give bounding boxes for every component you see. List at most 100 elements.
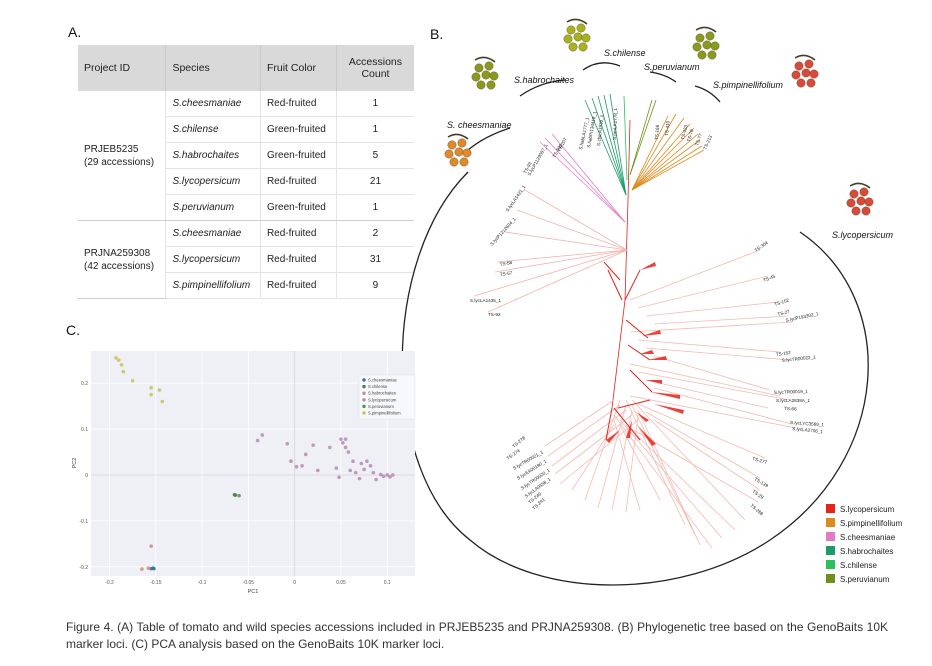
pca-point xyxy=(311,443,315,447)
pca-points xyxy=(114,356,395,571)
y-tick-label: 0.1 xyxy=(81,427,88,433)
species-cell: S.chilense xyxy=(165,116,261,143)
tip-label: S.lycTR00022_1 xyxy=(782,354,817,363)
tomato-icon-habrochaites xyxy=(471,56,499,90)
legend-label: S.chilense xyxy=(840,561,877,570)
tree-legend: S.lycopersicumS.pimpinellifoliumS.cheesm… xyxy=(826,504,903,584)
pca-legend-label: S.lycopersicum xyxy=(368,397,397,402)
clade-label-lycopersicum: S.lycopersicum xyxy=(832,230,894,240)
pca-legend-label: S.cheesmaniae xyxy=(368,378,398,383)
species-cell: S.pimpinellifolium xyxy=(165,272,261,299)
x-tick-label: -0.2 xyxy=(105,580,114,586)
tip-label: TS-410 xyxy=(664,120,671,136)
tree-trunk xyxy=(611,299,626,409)
tree-branch xyxy=(547,404,621,457)
species-cell: S.lycopersicum xyxy=(165,246,261,273)
tree-branch xyxy=(627,344,651,361)
pca-point xyxy=(343,437,348,441)
tree-branch xyxy=(631,133,699,191)
pca-point xyxy=(346,450,351,454)
count-cell: 9 xyxy=(336,272,414,299)
tree-branch xyxy=(631,127,695,191)
pca-point xyxy=(343,445,348,450)
pca-legend-box xyxy=(358,374,416,420)
tomato-icon-lycopersicum xyxy=(846,182,874,216)
table-row: PRJEB5235 (29 accessions) S.cheesmaniae … xyxy=(78,91,414,221)
tree-branch xyxy=(629,395,797,429)
legend-label: S.cheesmaniae xyxy=(840,533,896,542)
tip-label: S.perLA1778_1 xyxy=(612,108,618,141)
pca-point xyxy=(255,438,260,443)
header-accessions-count: Accessions Count xyxy=(336,45,414,91)
tip-label: TS-288 xyxy=(749,503,764,517)
pca-legend-marker xyxy=(362,378,366,382)
tip-label: S.lycP1212604_1 xyxy=(489,216,517,246)
header-fruit-color: Fruit Color xyxy=(260,45,337,91)
pca-legend-marker xyxy=(362,411,366,415)
fruit-color-cell: Red-fruited xyxy=(260,91,337,117)
legend-label: S.peruvianum xyxy=(840,575,890,584)
clade-arc-lycopersicum xyxy=(401,171,869,586)
tip-label: TS-77 xyxy=(694,132,703,146)
tree-branch xyxy=(597,404,627,509)
pca-legend-label: S.pimpinellifolium xyxy=(368,411,401,416)
tip-label: TS-304 xyxy=(754,240,770,253)
clade-arc-habrochaites xyxy=(519,79,566,97)
tip-label: TS-92 xyxy=(488,312,501,317)
tip-label: TS-57 xyxy=(499,270,513,277)
species-cell: S.cheesmaniae xyxy=(165,91,261,117)
tree-branch xyxy=(629,99,657,176)
pca-point xyxy=(152,566,156,571)
tree-branch xyxy=(551,133,626,223)
tree-branch xyxy=(619,419,723,539)
fruit-color-cell: Green-fruited xyxy=(260,116,337,143)
y-tick-label: -0.2 xyxy=(79,565,88,571)
legend-swatch xyxy=(826,560,835,569)
tree-branch xyxy=(584,99,627,196)
tip-label: TS-278 xyxy=(511,435,526,449)
tree-branch xyxy=(629,369,653,393)
tip-label: TS-27 xyxy=(777,309,791,317)
pca-point xyxy=(303,452,308,457)
project-id: PRJNA259308 xyxy=(84,247,151,259)
tree-branch xyxy=(539,141,626,223)
clade-arc-cheesmaniae xyxy=(467,127,511,151)
panel-label-a: A. xyxy=(68,24,82,40)
pca-point xyxy=(357,476,362,481)
tip-label: S.lycTR00019_1 xyxy=(774,389,809,395)
table-row: S.lycopersicum Red-fruited 31 xyxy=(78,246,414,273)
tree-branch xyxy=(637,339,781,353)
tree-branch xyxy=(613,419,641,511)
x-tick-label: 0.05 xyxy=(336,580,346,586)
x-tick-label: 0 xyxy=(293,580,296,586)
tree-branch xyxy=(487,249,628,313)
legend-label: S.habrochaites xyxy=(840,547,893,556)
legend-swatch xyxy=(826,574,835,583)
collapsed-clade xyxy=(648,356,667,360)
tree-branch xyxy=(617,399,651,409)
figure-caption: Figure 4. (A) Table of tomato and wild s… xyxy=(66,620,888,651)
tree-branch xyxy=(613,414,713,549)
pca-point xyxy=(348,468,353,473)
tip-label: S.lycLA1435_1 xyxy=(470,298,501,303)
tree-branch xyxy=(631,399,746,521)
pca-ylabel: PC2 xyxy=(72,458,78,469)
tree-branch xyxy=(591,97,627,196)
tree-branch xyxy=(584,399,621,501)
clade-label-peruvianum: S.peruvianum xyxy=(644,62,700,72)
tree-branch xyxy=(544,137,626,223)
pca-point xyxy=(334,466,339,470)
count-cell: 1 xyxy=(336,194,414,221)
pca-point xyxy=(114,356,118,360)
pca-point xyxy=(351,459,355,464)
pca-point xyxy=(359,461,364,466)
tree-branch xyxy=(653,387,793,425)
fruit-color-cell: Red-fruited xyxy=(260,272,337,299)
accessions-table: Project ID Species Fruit Color Accession… xyxy=(78,45,414,299)
count-cell: 31 xyxy=(336,246,414,273)
tree-branch xyxy=(631,115,669,191)
pca-point xyxy=(371,470,376,475)
tomato-icon-pimpinellifolium xyxy=(791,54,819,88)
tip-label: S.lycP193302_1 xyxy=(785,311,819,323)
